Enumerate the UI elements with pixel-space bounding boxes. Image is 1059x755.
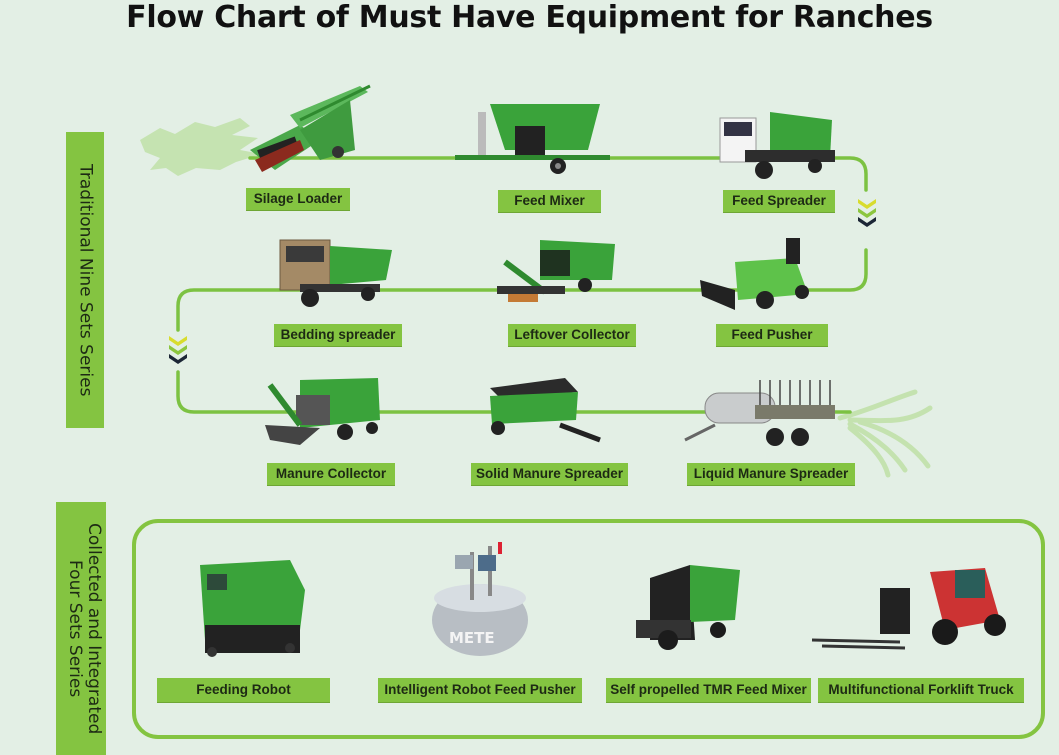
label-silage-loader: Silage Loader — [246, 188, 350, 211]
leftover-collector-image — [497, 240, 615, 302]
bedding-spreader-image — [279, 239, 392, 307]
label-feed-spreader: Feed Spreader — [723, 190, 835, 213]
label-leftover-collector: Leftover Collector — [508, 324, 636, 347]
root-tail-decoration — [837, 389, 933, 478]
label-feed-mixer: Feed Mixer — [498, 190, 601, 213]
label-manure-collector: Manure Collector — [267, 463, 395, 486]
series-tab-label: Collected and Integrated Four Sets Serie… — [65, 522, 104, 735]
robot-feed-pusher-image — [432, 542, 528, 656]
series-tab-collected-integrated-four-sets: Collected and Integrated Four Sets Serie… — [56, 502, 106, 755]
label-feeding-robot: Feeding Robot — [157, 678, 330, 703]
robot-brand-text: METE — [449, 629, 495, 647]
series-tab-traditional-nine-sets: Traditional Nine Sets Series — [66, 132, 104, 428]
forklift-truck-image — [811, 568, 1006, 650]
manure-collector-image — [265, 378, 380, 445]
chevron-down-icon — [858, 199, 876, 227]
feeding-robot-image — [200, 560, 305, 657]
feed-mixer-image — [455, 104, 610, 174]
label-solid-manure-spreader: Solid Manure Spreader — [471, 463, 628, 486]
label-multifunctional-forklift-truck: Multifunctional Forklift Truck — [818, 678, 1024, 703]
feed-pusher-image — [700, 238, 809, 310]
label-bedding-spreader: Bedding spreader — [274, 324, 402, 347]
chevron-down-icon — [169, 336, 187, 364]
tmr-feed-mixer-image — [636, 565, 740, 650]
silage-loader-image — [250, 84, 371, 172]
integrated-series-box — [132, 519, 1045, 739]
label-feed-pusher: Feed Pusher — [716, 324, 828, 347]
dragon-head-decoration — [140, 118, 262, 176]
label-self-propelled-tmr-feed-mixer: Self propelled TMR Feed Mixer — [606, 678, 811, 703]
feed-spreader-image — [719, 112, 835, 179]
label-liquid-manure-spreader: Liquid Manure Spreader — [687, 463, 855, 486]
page-title: Flow Chart of Must Have Equipment for Ra… — [126, 0, 933, 35]
liquid-manure-spreader-image — [684, 380, 835, 446]
solid-manure-spreader-image — [490, 378, 601, 443]
label-intelligent-robot-feed-pusher: Intelligent Robot Feed Pusher — [378, 678, 582, 703]
